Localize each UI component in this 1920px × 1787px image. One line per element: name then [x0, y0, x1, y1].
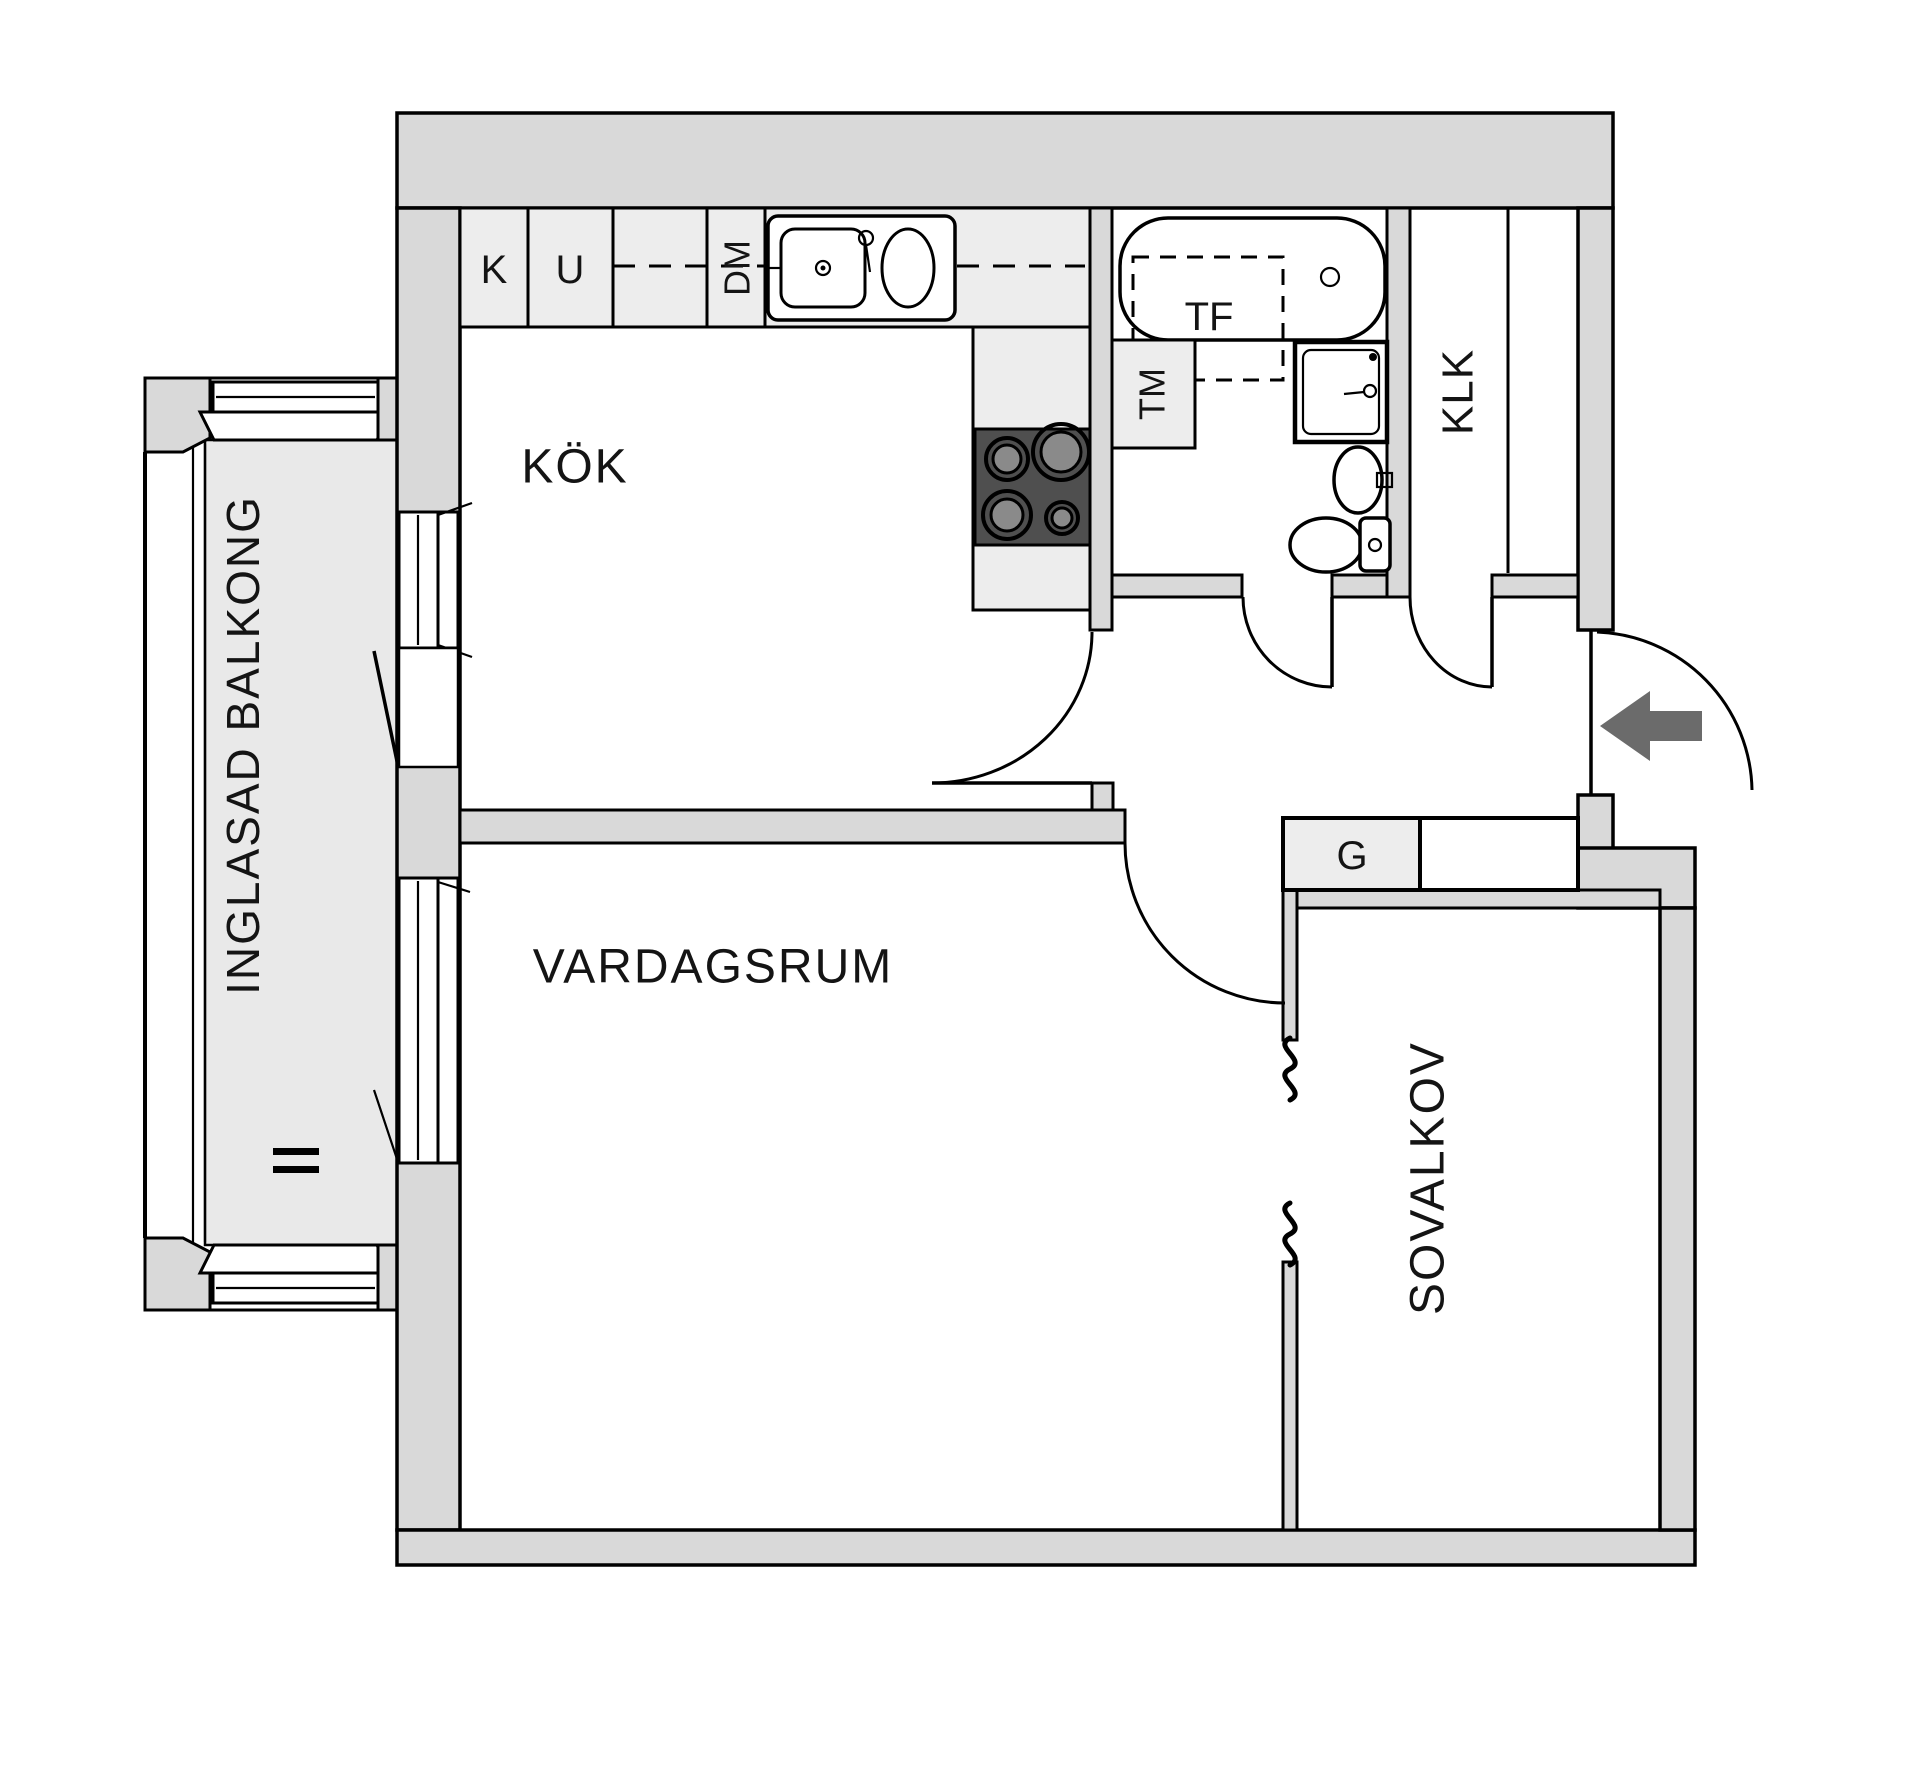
balcony: [143, 376, 399, 1312]
wall-bath-bottom-right: [1330, 573, 1389, 599]
facade-openings: [372, 501, 473, 1165]
hand-basin-tap: [1375, 471, 1394, 489]
kitchen-window-sash-top: [437, 501, 473, 517]
wall-kitchen-bath: [1088, 206, 1114, 632]
label-kitchen: KÖK: [521, 441, 628, 494]
wall-bath-bottom-left: [1110, 573, 1244, 599]
label-dishwasher: DM: [717, 240, 758, 296]
balcony-step-mark-1: [273, 1148, 319, 1155]
label-alcove: SOVALKOV: [1402, 1041, 1455, 1315]
bathroom: [1110, 216, 1394, 574]
doors: [931, 596, 1754, 1005]
burner-tl-outer: [984, 436, 1030, 482]
entry-door-arc: [1596, 630, 1754, 791]
bathtub: [1118, 216, 1387, 342]
toilet-bowl: [1288, 516, 1364, 574]
sink-right-bowl: [880, 227, 936, 309]
hand-basin: [1332, 445, 1384, 515]
wall-right-below-entry: [1576, 793, 1615, 854]
wall-bottom: [395, 1528, 1697, 1567]
label-washing-machine: TM: [1132, 368, 1173, 420]
living-door-arc: [1123, 842, 1286, 1005]
wall-top: [395, 111, 1615, 210]
kitchen-door-arc: [931, 631, 1094, 785]
balcony-step-mark-2: [273, 1166, 319, 1173]
balcony-corner-block-top: [143, 376, 212, 454]
wall-klk-bottom: [1490, 573, 1580, 599]
living-window-sash-top: [437, 880, 471, 894]
walls: [395, 111, 1697, 1567]
wall-left: [395, 206, 462, 1532]
basin-tap: [1362, 383, 1378, 399]
wall-kitchen-living: [458, 808, 1127, 845]
entry-arrow-icon: [1600, 691, 1702, 761]
burner-bl-outer: [981, 489, 1033, 541]
label-living: VARDAGSRUM: [533, 941, 893, 994]
stove: [973, 422, 1092, 547]
living-window-sash-bottom: [372, 1089, 400, 1163]
label-balcony: INGLASAD BALKONG: [217, 495, 269, 995]
basin-tap-spout: [1343, 390, 1365, 396]
label-wardrobe: G: [1336, 834, 1367, 878]
label-klk: KLK: [1434, 349, 1483, 435]
wardrobe-g-cell: [1281, 816, 1422, 892]
balcony-door-opening: [397, 646, 460, 769]
balcony-wall-patch-bottom: [376, 1243, 399, 1312]
toilet-tank: [1358, 516, 1392, 573]
wall-alcove-top: [1281, 888, 1662, 910]
balcony-floor: [203, 438, 399, 1247]
shower-basin-inner: [1301, 348, 1381, 436]
wall-alcove-stub-lower: [1281, 1260, 1299, 1532]
balcony-corner-block-bottom: [143, 1236, 212, 1312]
balcony-sill-top: [197, 410, 393, 442]
balcony-sill-bottom: [197, 1243, 393, 1275]
sink-drain: [814, 259, 832, 277]
basin-drain-dot: [1369, 353, 1377, 361]
washing-machine: [1110, 338, 1197, 450]
bathtub-drain: [1319, 266, 1341, 288]
wall-kitchen-door-stub: [1090, 781, 1115, 812]
wall-break-upper: [1282, 1035, 1298, 1103]
balcony-wall-patch-top: [376, 376, 399, 442]
kitchen-sink: [766, 214, 957, 322]
label-drying-cabinet: TF: [1185, 295, 1234, 339]
burner-br-outer: [1044, 500, 1080, 536]
wall-break-lower: [1282, 1200, 1298, 1268]
toilet-flush-knob: [1367, 537, 1383, 553]
burner-tl: [991, 443, 1023, 475]
burner-tr-outer: [1031, 422, 1091, 482]
sink-drain-dot: [820, 265, 826, 271]
wardrobe-box: [1281, 816, 1580, 892]
wall-right-upper: [1576, 206, 1615, 632]
balcony-door-leaf: [372, 650, 400, 767]
sink-faucet-stem: [864, 244, 872, 273]
burner-tr: [1039, 430, 1083, 474]
kitchen-cabinets: [458, 206, 1092, 612]
burner-br: [1050, 506, 1074, 530]
wall-right-alcove: [1658, 906, 1697, 1532]
wall-break-marks: [1282, 1035, 1298, 1268]
klk-door-arc: [1408, 596, 1493, 689]
label-fridge: K: [481, 248, 508, 292]
label-oven-cabinet: U: [556, 248, 585, 292]
burner-bl: [989, 497, 1025, 533]
bathroom-door-arc: [1241, 596, 1333, 689]
